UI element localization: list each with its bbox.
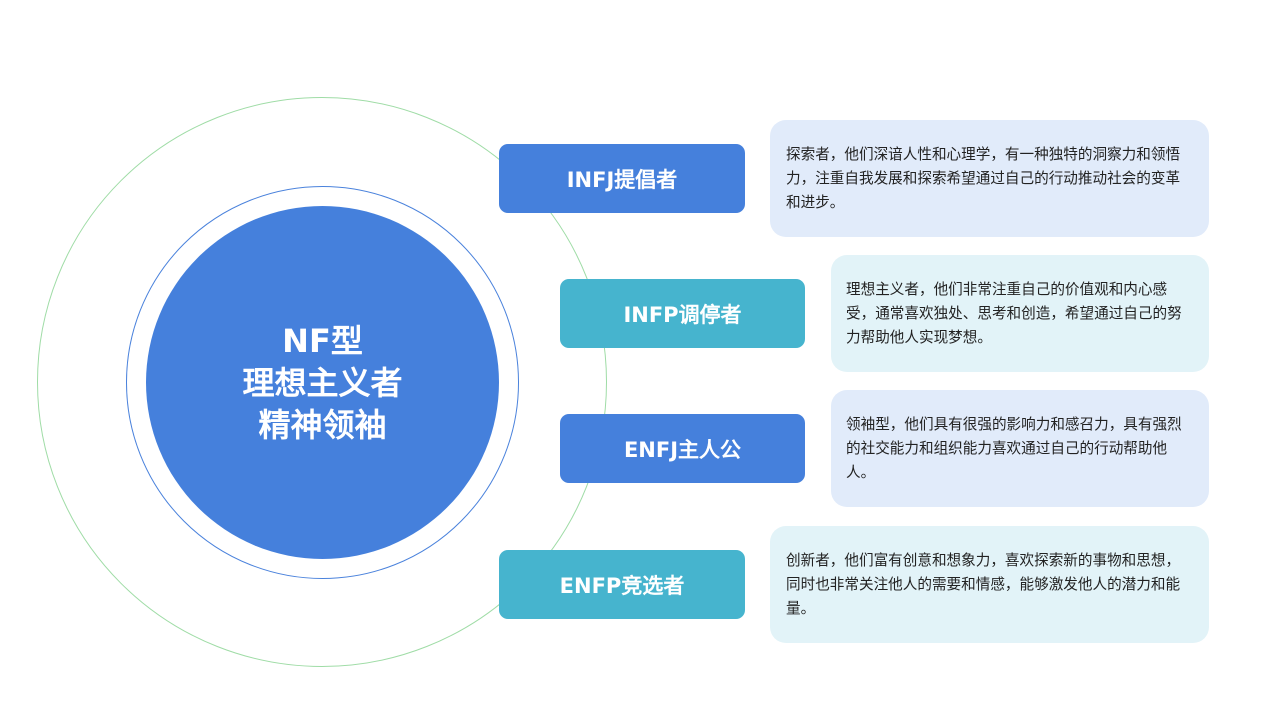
description-enfp: 创新者，他们富有创意和想象力，喜欢探索新的事物和思想，同时也非常关注他人的需要和… [770,526,1209,643]
description-text: 理想主义者，他们非常注重自己的价值观和内心感受，通常喜欢独处、思考和创造，希望通… [846,280,1182,346]
description-infj: 探索者，他们深谙人性和心理学，有一种独特的洞察力和领悟力，注重自我发展和探索希望… [770,120,1209,237]
description-text: 探索者，他们深谙人性和心理学，有一种独特的洞察力和领悟力，注重自我发展和探索希望… [786,145,1181,211]
description-text: 创新者，他们富有创意和想象力，喜欢探索新的事物和思想，同时也非常关注他人的需要和… [786,551,1181,617]
outer-ring [37,97,607,667]
description-enfj: 领袖型，他们具有很强的影响力和感召力，具有强烈的社交能力和组织能力喜欢通过自己的… [831,390,1209,507]
center-subtitle-2: 精神领袖 [258,405,387,444]
center-circle: NF型 理想主义者 精神领袖 [146,206,499,559]
type-label-enfp: ENFP竞选者 [499,550,745,619]
type-label-infj: INFJ提倡者 [499,144,745,213]
type-label-enfj: ENFJ主人公 [560,414,805,483]
description-infp: 理想主义者，他们非常注重自己的价值观和内心感受，通常喜欢独处、思考和创造，希望通… [831,255,1209,372]
type-label-infp: INFP调停者 [560,279,805,348]
inner-ring [126,186,519,579]
center-title: NF型 [282,321,363,360]
center-subtitle: 理想主义者 [242,363,403,402]
description-text: 领袖型，他们具有很强的影响力和感召力，具有强烈的社交能力和组织能力喜欢通过自己的… [846,415,1182,481]
